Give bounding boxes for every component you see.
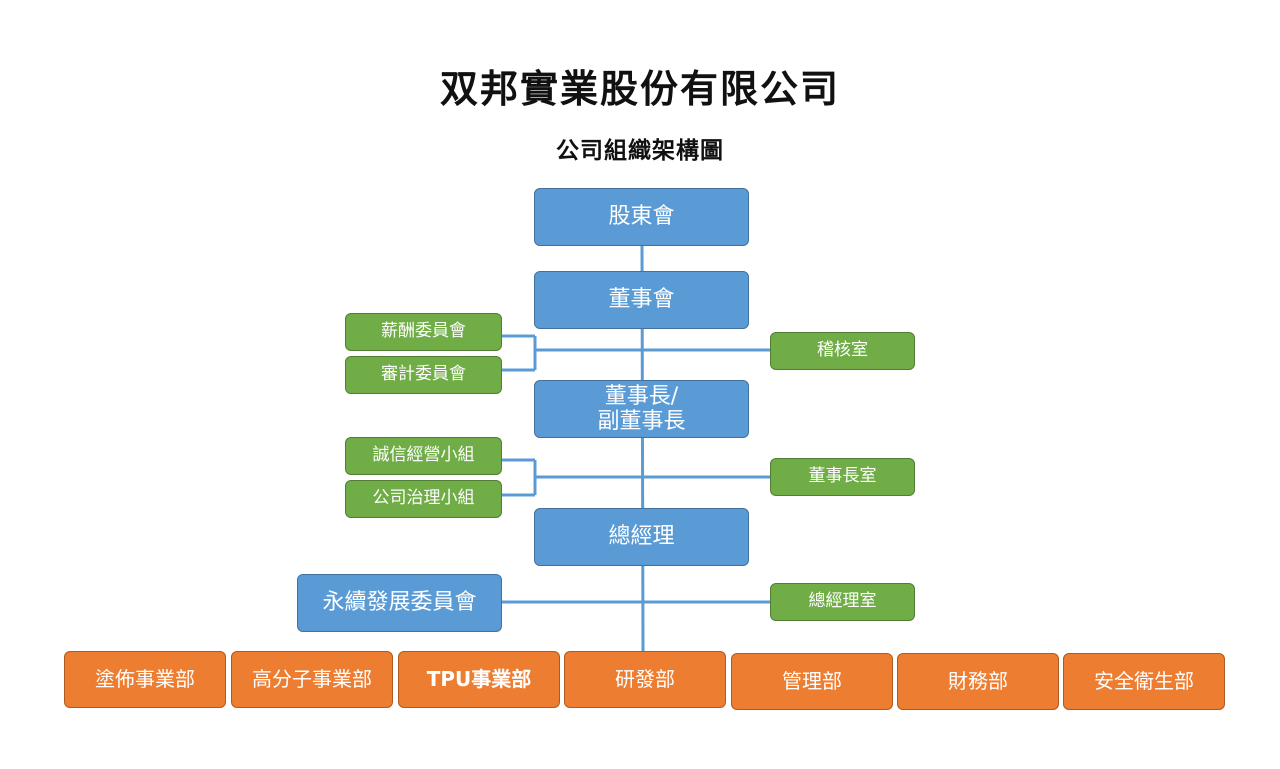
- department-label: 管理部: [782, 669, 842, 693]
- board-of-directors-box: 董事會: [534, 271, 749, 329]
- audit-committee-label: 審計委員會: [381, 364, 466, 385]
- department-box: 研發部: [564, 651, 726, 708]
- department-label: 安全衛生部: [1094, 669, 1194, 693]
- chairman-office-label: 董事長室: [808, 466, 877, 487]
- board-of-directors-label: 董事會: [608, 287, 675, 313]
- internal-audit-office-label: 稽核室: [817, 340, 868, 361]
- integrity-management-group-label: 誠信經營小組: [372, 445, 475, 466]
- shareholders-meeting-box: 股東會: [534, 188, 749, 246]
- president-office-box: 總經理室: [770, 583, 915, 621]
- department-box: TPU事業部: [398, 651, 560, 708]
- vice-chairman-label: 副董事長: [597, 409, 686, 434]
- shareholders-meeting-label: 股東會: [608, 204, 675, 230]
- sustainability-committee-label: 永續發展委員會: [322, 590, 477, 616]
- president-label: 總經理: [608, 524, 675, 550]
- department-box: 安全衛生部: [1063, 653, 1225, 710]
- president-box: 總經理: [534, 508, 749, 566]
- department-box: 財務部: [897, 653, 1059, 710]
- chairman-office-box: 董事長室: [770, 458, 915, 496]
- compensation-committee-label: 薪酬委員會: [381, 321, 466, 342]
- department-box: 塗佈事業部: [64, 651, 226, 708]
- internal-audit-office-box: 稽核室: [770, 332, 915, 370]
- department-box: 高分子事業部: [231, 651, 393, 708]
- department-label: 財務部: [948, 669, 1008, 693]
- department-label: 塗佈事業部: [95, 667, 195, 691]
- chairman-box: 董事長/ 副董事長: [534, 380, 749, 438]
- department-label: 高分子事業部: [252, 667, 372, 691]
- department-box: 管理部: [731, 653, 893, 710]
- compensation-committee-box: 薪酬委員會: [345, 313, 502, 351]
- sustainability-committee-box: 永續發展委員會: [297, 574, 502, 632]
- president-office-label: 總經理室: [808, 591, 877, 612]
- corporate-governance-group-box: 公司治理小組: [345, 480, 502, 518]
- company-name: 双邦實業股份有限公司: [439, 67, 840, 111]
- department-label: 研發部: [615, 667, 675, 691]
- chart-title: 公司組織架構圖: [556, 138, 724, 164]
- audit-committee-box: 審計委員會: [345, 356, 502, 394]
- integrity-management-group-box: 誠信經營小組: [345, 437, 502, 475]
- chairman-label: 董事長/: [604, 383, 679, 409]
- corporate-governance-group-label: 公司治理小組: [372, 488, 475, 509]
- department-label: TPU事業部: [426, 667, 532, 691]
